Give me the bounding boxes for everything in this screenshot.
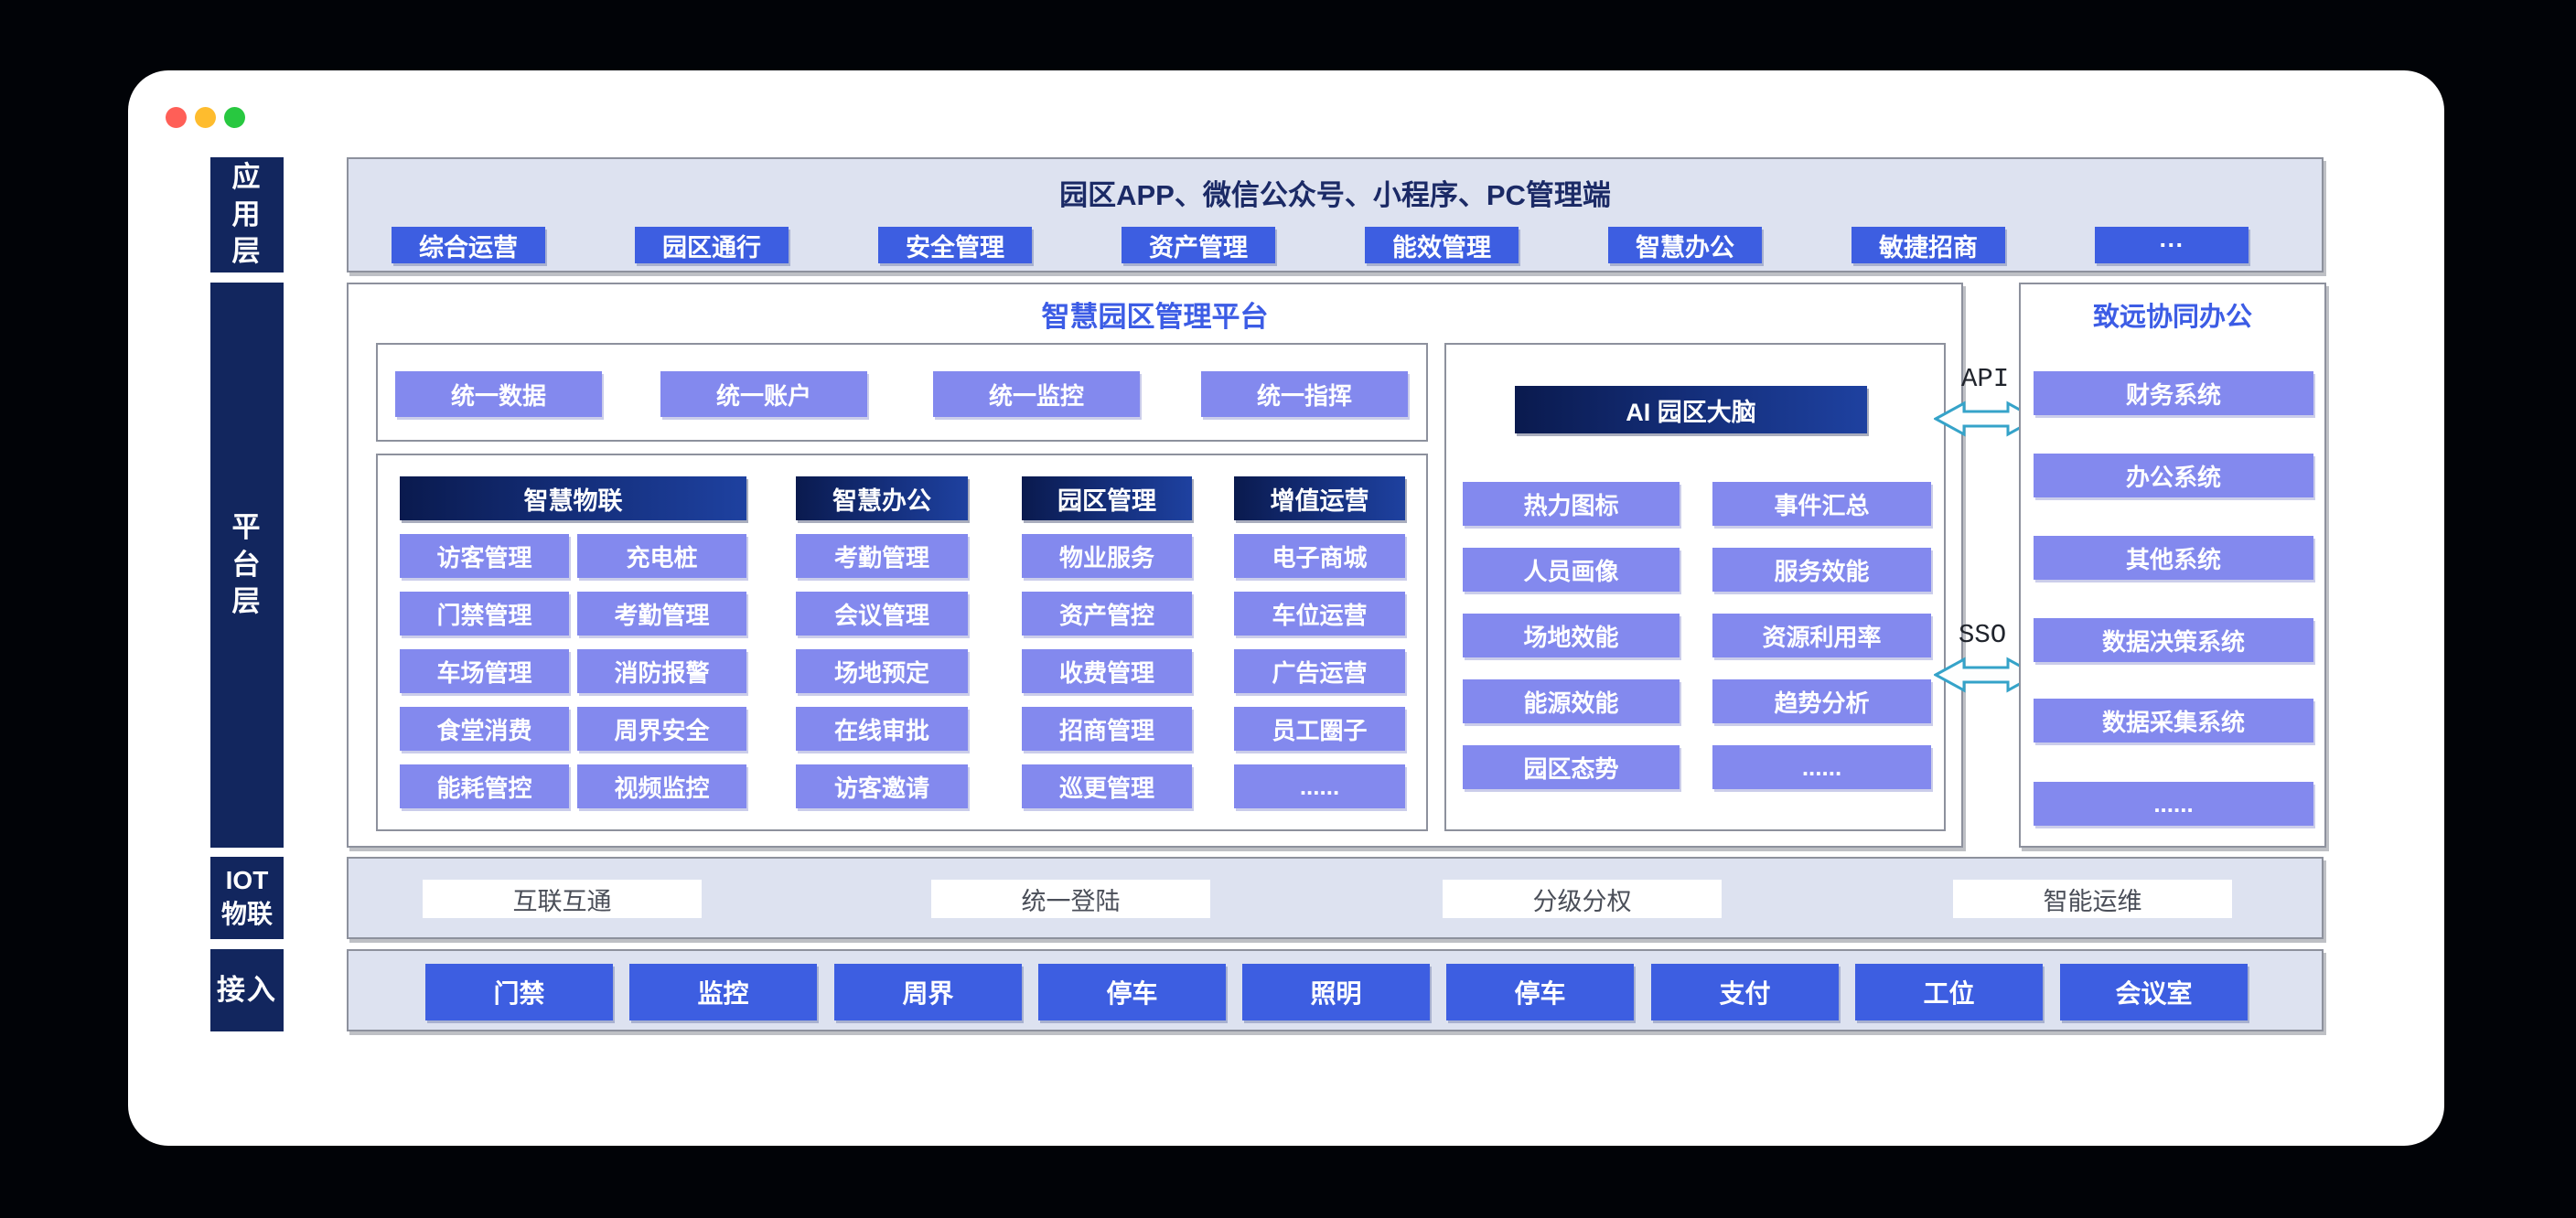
partner-system-box: 财务系统 bbox=[2034, 371, 2313, 415]
iot-capability-box: 智能运维 bbox=[1953, 880, 2232, 918]
iot-layer-band: 互联互通 统一登陆 分级分权 智能运维 bbox=[347, 857, 2324, 939]
module-box: 在线审批 bbox=[796, 707, 968, 751]
maximize-window-button[interactable] bbox=[224, 107, 245, 128]
module-box: 会议管理 bbox=[796, 592, 968, 636]
module-box: 访客管理 bbox=[400, 534, 569, 578]
app-button-security-management: 安全管理 bbox=[878, 227, 1032, 263]
module-box: 消防报警 bbox=[577, 649, 746, 693]
access-device-box: 会议室 bbox=[2060, 964, 2248, 1020]
module-box: 周界安全 bbox=[577, 707, 746, 751]
business-groups-box: 智慧物联 智慧办公 园区管理 增值运营 访客管理 充电桩 门禁管理 考勤管理 车… bbox=[376, 454, 1428, 831]
app-button-smart-office: 智慧办公 bbox=[1608, 227, 1762, 263]
close-window-button[interactable] bbox=[166, 107, 187, 128]
module-box: 充电桩 bbox=[577, 534, 746, 578]
ai-box: 服务效能 bbox=[1712, 548, 1931, 592]
app-button-asset-management: 资产管理 bbox=[1122, 227, 1275, 263]
module-box: 收费管理 bbox=[1022, 649, 1192, 693]
module-box: ...... bbox=[1234, 764, 1405, 808]
access-device-box: 停车 bbox=[1038, 964, 1226, 1020]
application-layer-title: 园区APP、微信公众号、小程序、PC管理端 bbox=[1059, 179, 1611, 211]
app-button-integrated-operation: 综合运营 bbox=[392, 227, 545, 263]
ai-park-brain-header: AI 园区大脑 bbox=[1515, 386, 1867, 433]
access-device-box: 周界 bbox=[834, 964, 1022, 1020]
group-header-value-added: 增值运营 bbox=[1234, 476, 1405, 520]
module-box: 招商管理 bbox=[1022, 707, 1192, 751]
module-box: 电子商城 bbox=[1234, 534, 1405, 578]
partner-system-box: ...... bbox=[2034, 782, 2313, 826]
unified-command-box: 统一指挥 bbox=[1201, 371, 1408, 417]
module-box: 巡更管理 bbox=[1022, 764, 1192, 808]
sso-connector-label: SSO bbox=[1959, 620, 2007, 650]
unified-monitoring-box: 统一监控 bbox=[933, 371, 1140, 417]
ai-box: 场地效能 bbox=[1463, 614, 1680, 657]
group-header-smart-iot: 智慧物联 bbox=[400, 476, 746, 520]
application-layer-band: 园区APP、微信公众号、小程序、PC管理端 综合运营 园区通行 安全管理 资产管… bbox=[347, 157, 2324, 272]
access-device-box: 照明 bbox=[1242, 964, 1430, 1020]
access-layer-band: 门禁 监控 周界 停车 照明 停车 支付 工位 会议室 bbox=[347, 949, 2324, 1031]
access-device-box: 工位 bbox=[1855, 964, 2043, 1020]
access-device-box: 监控 bbox=[629, 964, 817, 1020]
app-button-more: ··· bbox=[2095, 227, 2249, 263]
group-header-park-management: 园区管理 bbox=[1022, 476, 1192, 520]
module-box: 车场管理 bbox=[400, 649, 569, 693]
ai-box: 事件汇总 bbox=[1712, 482, 1931, 526]
module-box: 员工圈子 bbox=[1234, 707, 1405, 751]
partner-system-box: 其他系统 bbox=[2034, 536, 2313, 580]
app-button-energy-management: 能效管理 bbox=[1365, 227, 1519, 263]
module-box: 资产管控 bbox=[1022, 592, 1192, 636]
minimize-window-button[interactable] bbox=[195, 107, 216, 128]
layer-label-iot: IOT 物联 bbox=[210, 857, 284, 939]
layer-label-platform: 平 台 层 bbox=[210, 283, 284, 848]
ai-park-brain-box: AI 园区大脑 热力图标 事件汇总 人员画像 服务效能 场地效能 资源利用率 能… bbox=[1444, 343, 1946, 831]
iot-capability-box: 分级分权 bbox=[1443, 880, 1722, 918]
module-box: 考勤管理 bbox=[796, 534, 968, 578]
partner-system-box: 数据采集系统 bbox=[2034, 699, 2313, 743]
ai-box: 资源利用率 bbox=[1712, 614, 1931, 657]
platform-panel: 智慧园区管理平台 统一数据 统一账户 统一监控 统一指挥 智慧物联 智慧办公 园… bbox=[347, 283, 1963, 848]
access-device-box: 支付 bbox=[1651, 964, 1839, 1020]
layer-label-access: 接入 bbox=[210, 949, 284, 1031]
app-button-park-access: 园区通行 bbox=[635, 227, 789, 263]
ai-box: 园区态势 bbox=[1463, 745, 1680, 789]
module-box: 视频监控 bbox=[577, 764, 746, 808]
platform-title: 智慧园区管理平台 bbox=[1041, 301, 1269, 333]
module-box: 访客邀请 bbox=[796, 764, 968, 808]
unified-data-box: 统一数据 bbox=[395, 371, 602, 417]
ai-box: ...... bbox=[1712, 745, 1931, 789]
access-device-box: 门禁 bbox=[425, 964, 613, 1020]
ai-box: 能源效能 bbox=[1463, 679, 1680, 723]
unified-services-box: 统一数据 统一账户 统一监控 统一指挥 bbox=[376, 343, 1428, 442]
module-box: 车位运营 bbox=[1234, 592, 1405, 636]
partner-system-box: 办公系统 bbox=[2034, 454, 2313, 497]
partner-systems-panel: 致远协同办公 财务系统 办公系统 其他系统 数据决策系统 数据采集系统 ....… bbox=[2019, 283, 2326, 848]
layer-label-application: 应 用 层 bbox=[210, 157, 284, 272]
module-box: 能耗管控 bbox=[400, 764, 569, 808]
unified-account-box: 统一账户 bbox=[660, 371, 867, 417]
access-device-box: 停车 bbox=[1446, 964, 1634, 1020]
ai-box: 人员画像 bbox=[1463, 548, 1680, 592]
group-header-smart-office: 智慧办公 bbox=[796, 476, 968, 520]
ai-box: 热力图标 bbox=[1463, 482, 1680, 526]
partner-panel-title: 致远协同办公 bbox=[2092, 303, 2252, 332]
api-connector-label: API bbox=[1961, 364, 2010, 394]
module-box: 物业服务 bbox=[1022, 534, 1192, 578]
module-box: 门禁管理 bbox=[400, 592, 569, 636]
module-box: 食堂消费 bbox=[400, 707, 569, 751]
app-button-agile-investment: 敏捷招商 bbox=[1852, 227, 2005, 263]
iot-capability-box: 互联互通 bbox=[423, 880, 702, 918]
module-box: 广告运营 bbox=[1234, 649, 1405, 693]
module-box: 场地预定 bbox=[796, 649, 968, 693]
module-box: 考勤管理 bbox=[577, 592, 746, 636]
partner-system-box: 数据决策系统 bbox=[2034, 618, 2313, 662]
iot-capability-box: 统一登陆 bbox=[931, 880, 1210, 918]
ai-box: 趋势分析 bbox=[1712, 679, 1931, 723]
